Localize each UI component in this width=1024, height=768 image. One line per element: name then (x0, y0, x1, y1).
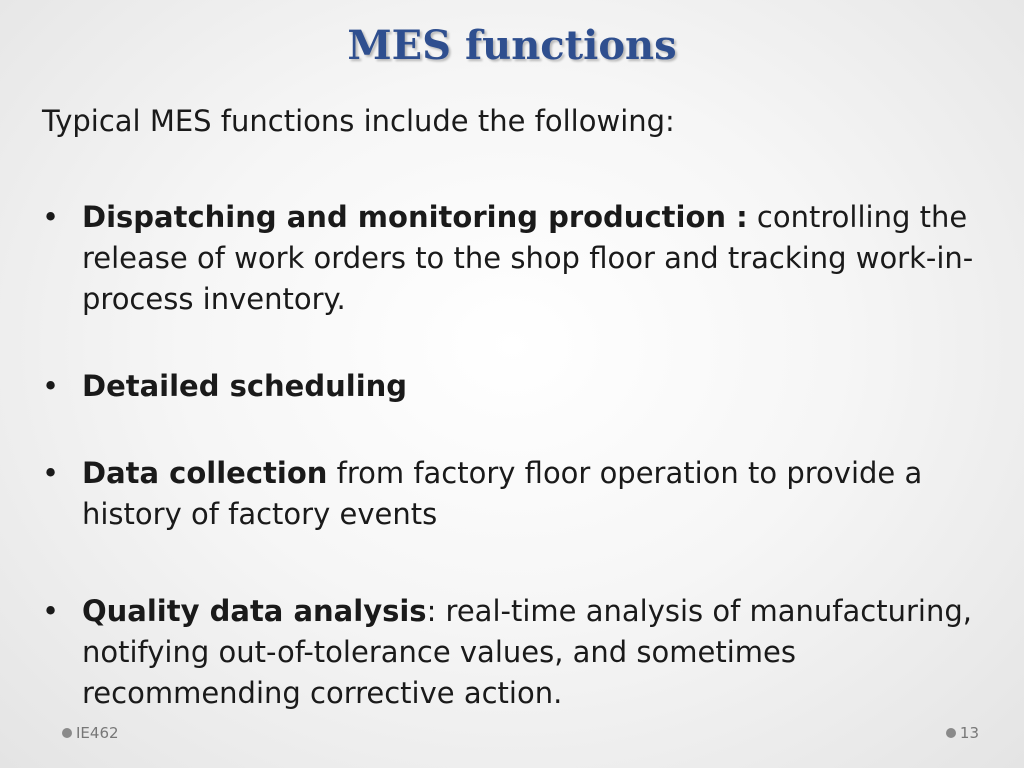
bullet-icon: • (42, 369, 60, 403)
bullet-heading: Detailed scheduling (82, 369, 408, 403)
footer-dot-icon (945, 728, 956, 738)
footer-course: IE462 (62, 724, 119, 742)
bullet-icon: • (42, 456, 60, 490)
bullet-item-dispatching: • Dispatching and monitoring production … (42, 197, 992, 320)
footer-course-label: IE462 (76, 724, 119, 742)
bullet-heading: Quality data analysis (82, 594, 427, 628)
bullet-heading: Dispatching and monitoring production : (82, 200, 748, 234)
bullet-icon: • (42, 200, 60, 234)
intro-text: Typical MES functions include the follow… (42, 104, 675, 138)
bullet-item-scheduling: • Detailed scheduling (42, 366, 992, 407)
bullet-heading: Data collection (82, 456, 328, 490)
bullet-text: from factory floor operation to provide … (82, 456, 923, 531)
footer-dot-icon (62, 728, 72, 738)
bullet-text: controlling the release of work orders t… (82, 200, 974, 316)
slide-title: MES functions (347, 22, 677, 69)
bullet-list: • Dispatching and monitoring production … (42, 197, 992, 714)
bullet-item-quality: • Quality data analysis: real-time analy… (42, 591, 992, 714)
bullet-text: : real-time analysis of manufacturing, n… (82, 594, 972, 710)
page-number: 13 (959, 724, 979, 742)
footer-page: 13 (945, 724, 979, 742)
bullet-item-data-collection: • Data collection from factory floor ope… (42, 453, 992, 535)
bullet-icon: • (42, 594, 60, 628)
